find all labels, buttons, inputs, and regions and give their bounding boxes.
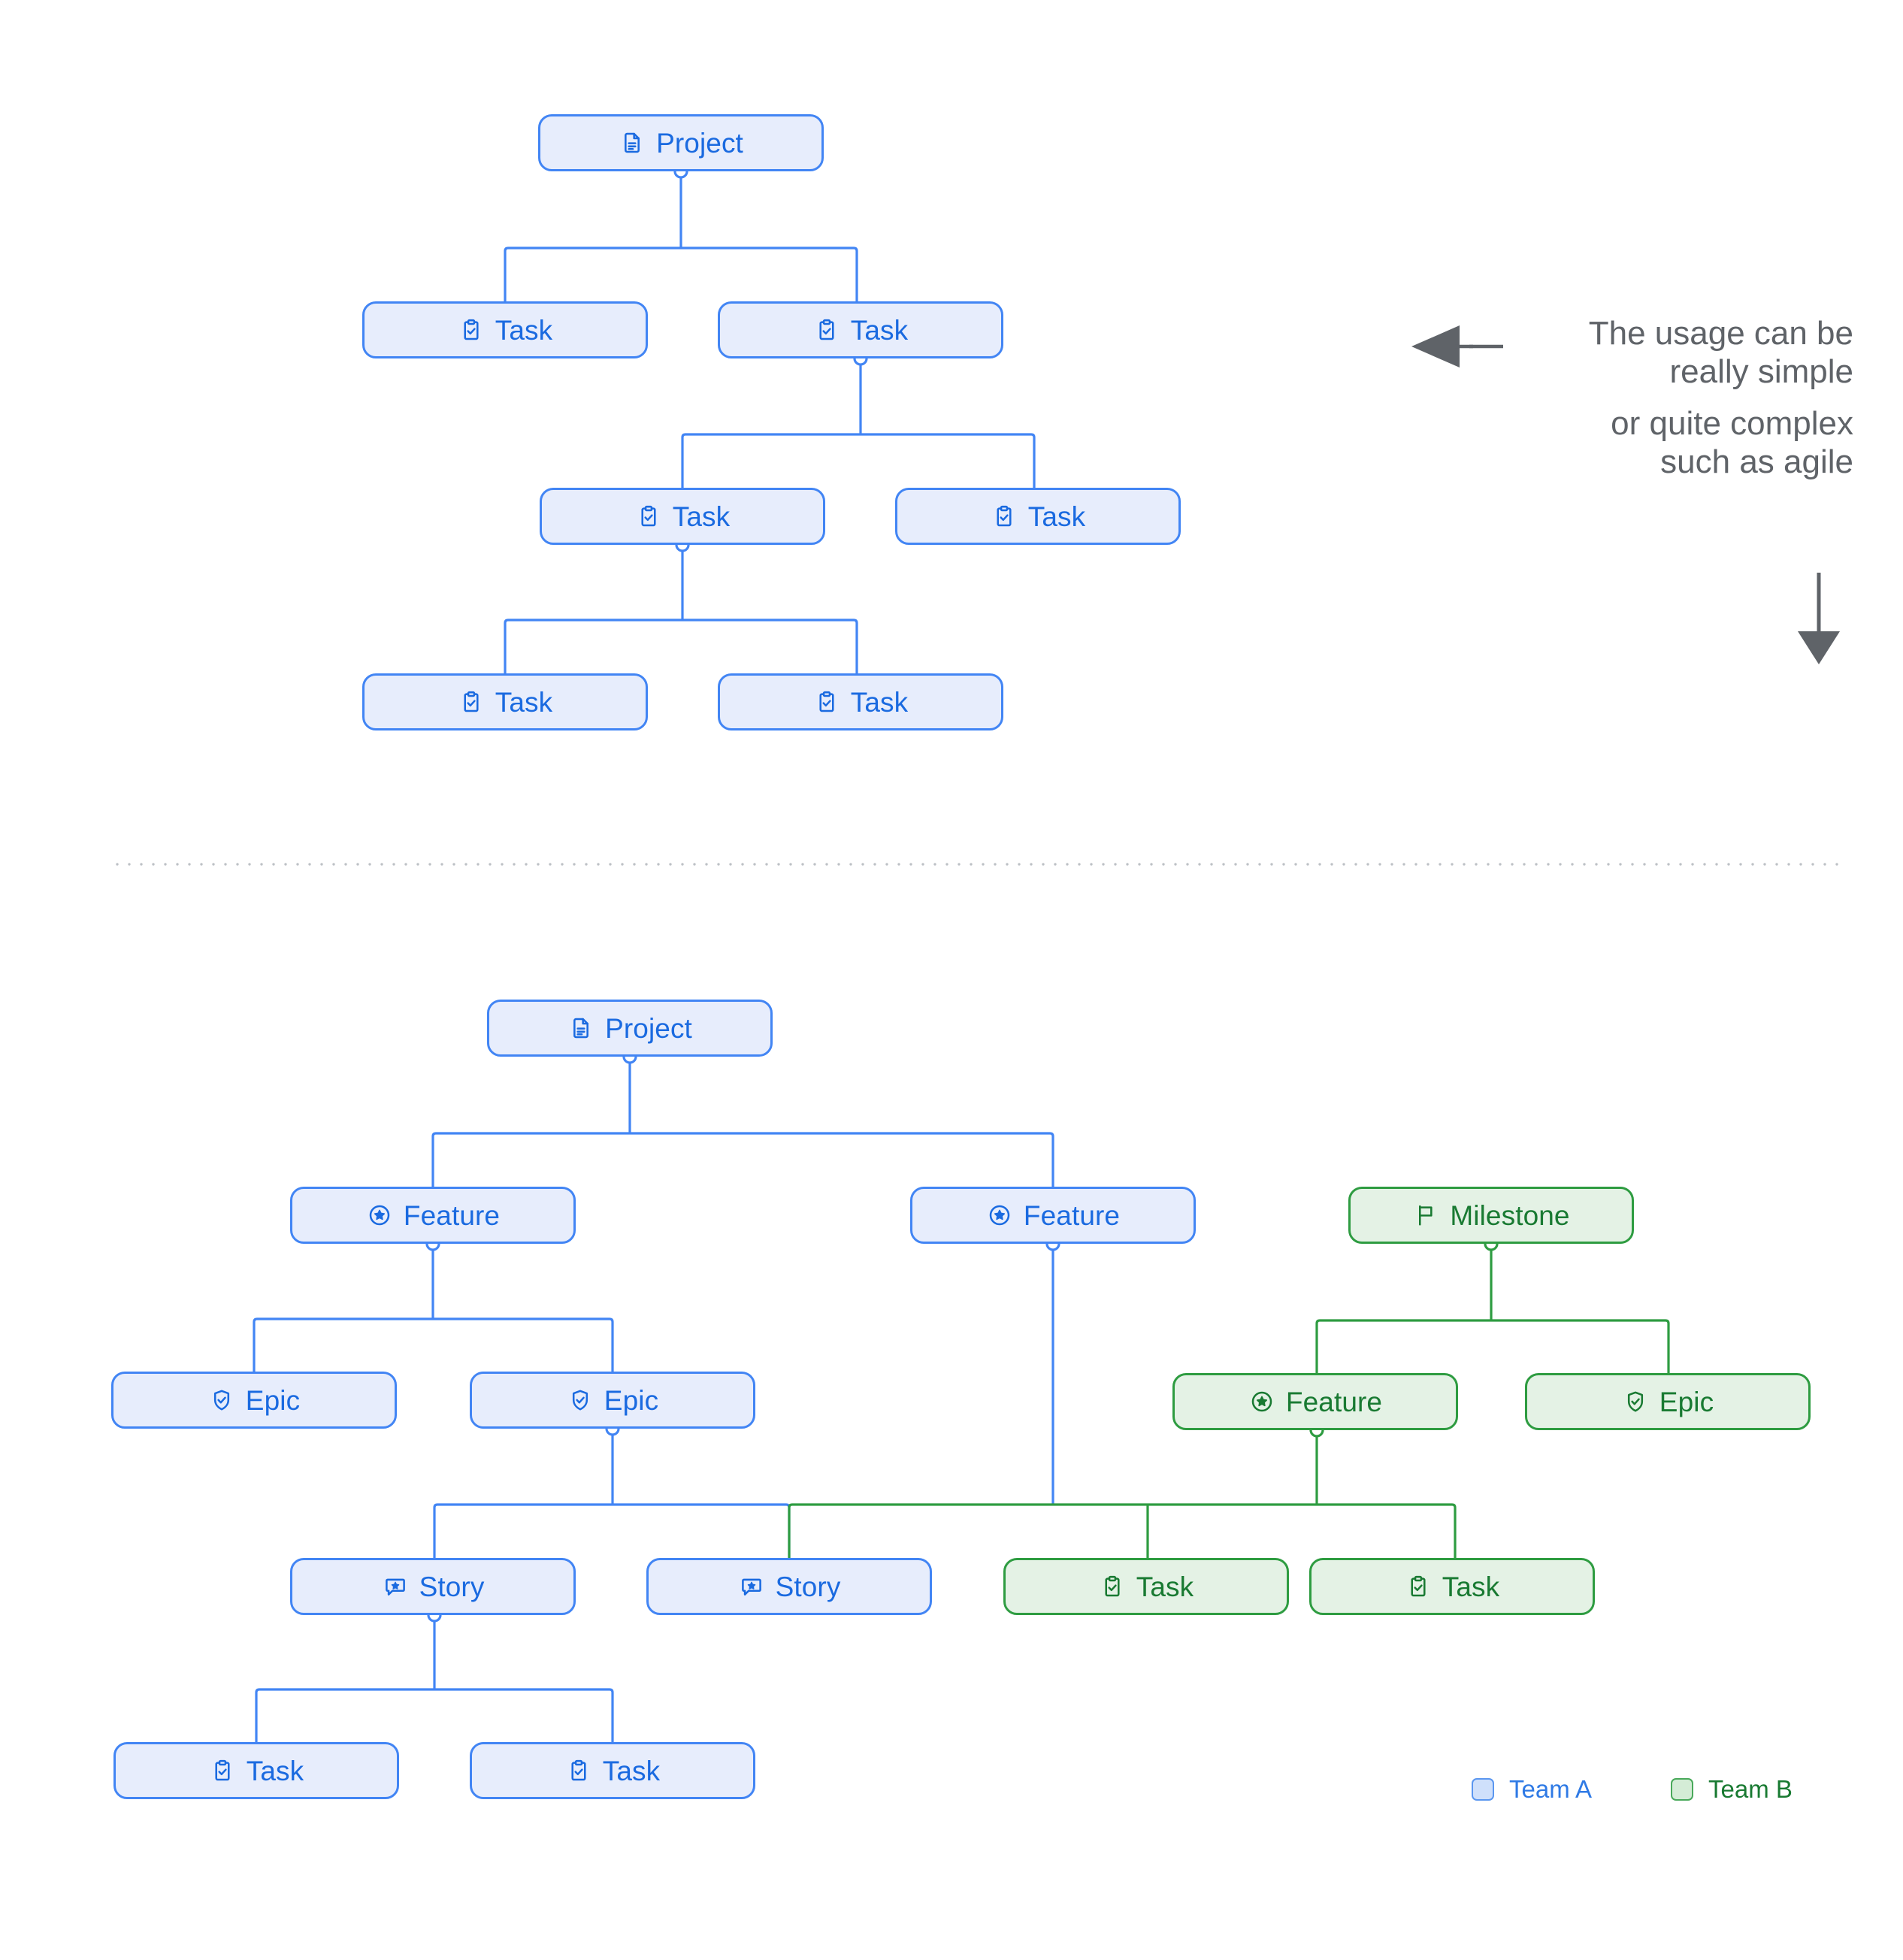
node-label: Feature (403, 1199, 501, 1231)
clipboard-check-icon (209, 1757, 236, 1784)
node-label: Milestone (1450, 1199, 1570, 1231)
clipboard-check-icon (458, 316, 485, 343)
legend-item-team-a: Team A (1472, 1775, 1592, 1804)
legend-swatch-team-b (1671, 1778, 1693, 1801)
node-label: Feature (1023, 1199, 1121, 1231)
connector-agile-feature1 (253, 1244, 614, 1372)
clipboard-check-icon (1099, 1573, 1126, 1600)
arrow-down-icon (1798, 573, 1840, 664)
annotation-line-4: such as agile (1660, 443, 1853, 481)
shield-check-icon (1622, 1388, 1649, 1415)
clipboard-check-icon (991, 503, 1018, 530)
node-a-feature-1[interactable]: Feature (290, 1187, 576, 1244)
connector-simple-task3 (504, 545, 858, 673)
node-label: Epic (1659, 1386, 1714, 1417)
node-label: Task (1027, 501, 1086, 532)
star-circle-icon (366, 1202, 393, 1229)
node-label: Task (850, 686, 909, 718)
document-icon (567, 1015, 594, 1042)
node-label: Task (495, 686, 553, 718)
star-circle-icon (986, 1202, 1013, 1229)
chat-star-icon (382, 1573, 409, 1600)
node-s-task-6[interactable]: Task (718, 673, 1003, 730)
node-s-task-5[interactable]: Task (362, 673, 648, 730)
node-a-story-1[interactable]: Story (290, 1558, 576, 1615)
node-label: Story (775, 1571, 841, 1602)
clipboard-check-icon (813, 316, 840, 343)
node-label: Project (656, 127, 743, 159)
node-s-project[interactable]: Project (538, 114, 824, 171)
clipboard-check-icon (458, 688, 485, 715)
node-label: Task (246, 1755, 304, 1786)
node-label: Task (495, 314, 553, 346)
node-a-task-2[interactable]: Task (1309, 1558, 1595, 1615)
shield-check-icon (567, 1387, 594, 1414)
legend-item-team-b: Team B (1671, 1775, 1793, 1804)
annotation-line-3: or quite complex (1611, 405, 1853, 443)
arrow-left-icon (1411, 325, 1503, 368)
legend-label-team-b: Team B (1708, 1775, 1793, 1803)
node-s-task-4[interactable]: Task (895, 488, 1181, 545)
annotation-line-1: The usage can be (1588, 315, 1853, 352)
node-s-task-2[interactable]: Task (718, 301, 1003, 358)
connector-agile-feature3 (788, 1430, 1457, 1558)
connector-simple-task2 (681, 358, 1036, 488)
connector-agile-milestone (1315, 1244, 1670, 1373)
node-a-task-1[interactable]: Task (1003, 1558, 1289, 1615)
node-a-milestone[interactable]: Milestone (1348, 1187, 1634, 1244)
connector-simple-project (504, 171, 858, 301)
flag-icon (1412, 1202, 1439, 1229)
node-a-feature-2[interactable]: Feature (910, 1187, 1196, 1244)
clipboard-check-icon (813, 688, 840, 715)
node-label: Epic (604, 1384, 659, 1416)
annotation-text: The usage can be really simple or quite … (1433, 314, 1853, 481)
legend-label-team-a: Team A (1509, 1775, 1593, 1803)
connector-agile-story1 (255, 1615, 614, 1742)
annotation-line-2: really simple (1669, 353, 1853, 391)
clipboard-check-icon (565, 1757, 592, 1784)
document-icon (619, 129, 646, 156)
connector-agile-project (431, 1057, 1054, 1187)
node-a-epic-1[interactable]: Epic (111, 1372, 397, 1429)
node-label: Task (1136, 1571, 1194, 1602)
node-a-story-2[interactable]: Story (646, 1558, 932, 1615)
node-s-task-3[interactable]: Task (540, 488, 825, 545)
node-a-epic-2[interactable]: Epic (470, 1372, 755, 1429)
clipboard-check-icon (1405, 1573, 1432, 1600)
node-a-feature-3[interactable]: Feature (1172, 1373, 1458, 1430)
node-a-task-3[interactable]: Task (113, 1742, 399, 1799)
node-a-project[interactable]: Project (487, 1000, 773, 1057)
node-label: Project (605, 1012, 692, 1044)
section-divider (111, 863, 1841, 866)
node-label: Task (1442, 1571, 1500, 1602)
chat-star-icon (738, 1573, 765, 1600)
node-s-task-1[interactable]: Task (362, 301, 648, 358)
node-a-epic-3[interactable]: Epic (1525, 1373, 1811, 1430)
node-label: Task (602, 1755, 661, 1786)
node-label: Task (672, 501, 731, 532)
node-label: Story (419, 1571, 485, 1602)
node-a-task-4[interactable]: Task (470, 1742, 755, 1799)
node-label: Epic (245, 1384, 301, 1416)
clipboard-check-icon (635, 503, 662, 530)
star-circle-icon (1248, 1388, 1275, 1415)
legend-swatch-team-a (1472, 1778, 1494, 1801)
node-label: Feature (1285, 1386, 1383, 1417)
shield-check-icon (208, 1387, 235, 1414)
node-label: Task (850, 314, 909, 346)
